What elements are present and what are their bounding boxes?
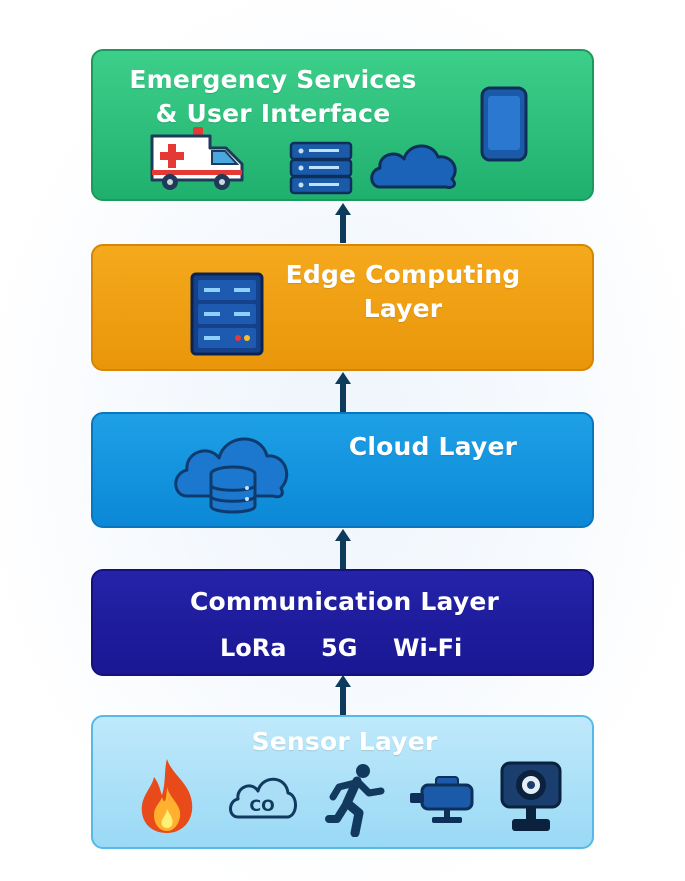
camera-icon (500, 761, 562, 831)
svg-text:CO: CO (249, 796, 274, 815)
motion-sensor-icon (410, 776, 474, 823)
protocol-lora: LoRa (220, 634, 287, 662)
co-gas-icon: CO (229, 777, 297, 819)
ambulance-icon (150, 127, 244, 190)
edge-title-line2: Layer (363, 294, 443, 323)
communication-layer: Communication Layer LoRa 5G Wi-Fi (91, 569, 594, 676)
emergency-layer-title: Emergency Services & User Interface (93, 63, 453, 131)
sensor-layer: Sensor Layer CO (91, 715, 594, 849)
cloud-database-icon (174, 437, 289, 514)
communication-layer-title: Communication Layer (189, 587, 500, 616)
arrow-communication-to-cloud (335, 529, 351, 569)
emergency-title-line1: Emergency Services (129, 65, 417, 94)
edge-title-line1: Edge Computing (285, 260, 521, 289)
running-person-icon (325, 764, 385, 837)
edge-computing-layer: Edge Computing Layer (91, 244, 594, 371)
arrow-edge-to-emergency (335, 203, 351, 243)
sensor-layer-title: Sensor Layer (251, 727, 438, 756)
smartphone-icon (480, 86, 528, 162)
emergency-services-layer: Emergency Services & User Interface (91, 49, 594, 201)
cloud-icon (370, 144, 457, 189)
cloud-layer: Cloud Layer (91, 412, 594, 528)
arrow-cloud-to-edge (335, 372, 351, 412)
emergency-title-line2: & User Interface (155, 99, 391, 128)
protocol-5g: 5G (321, 634, 358, 662)
server-icon (289, 141, 353, 195)
cloud-layer-title: Cloud Layer (348, 432, 518, 461)
server-rack-icon (190, 272, 264, 356)
edge-layer-title: Edge Computing Layer (268, 258, 538, 326)
arrow-sensor-to-communication (335, 675, 351, 715)
fire-icon (141, 759, 193, 833)
protocol-wifi: Wi-Fi (393, 634, 463, 662)
